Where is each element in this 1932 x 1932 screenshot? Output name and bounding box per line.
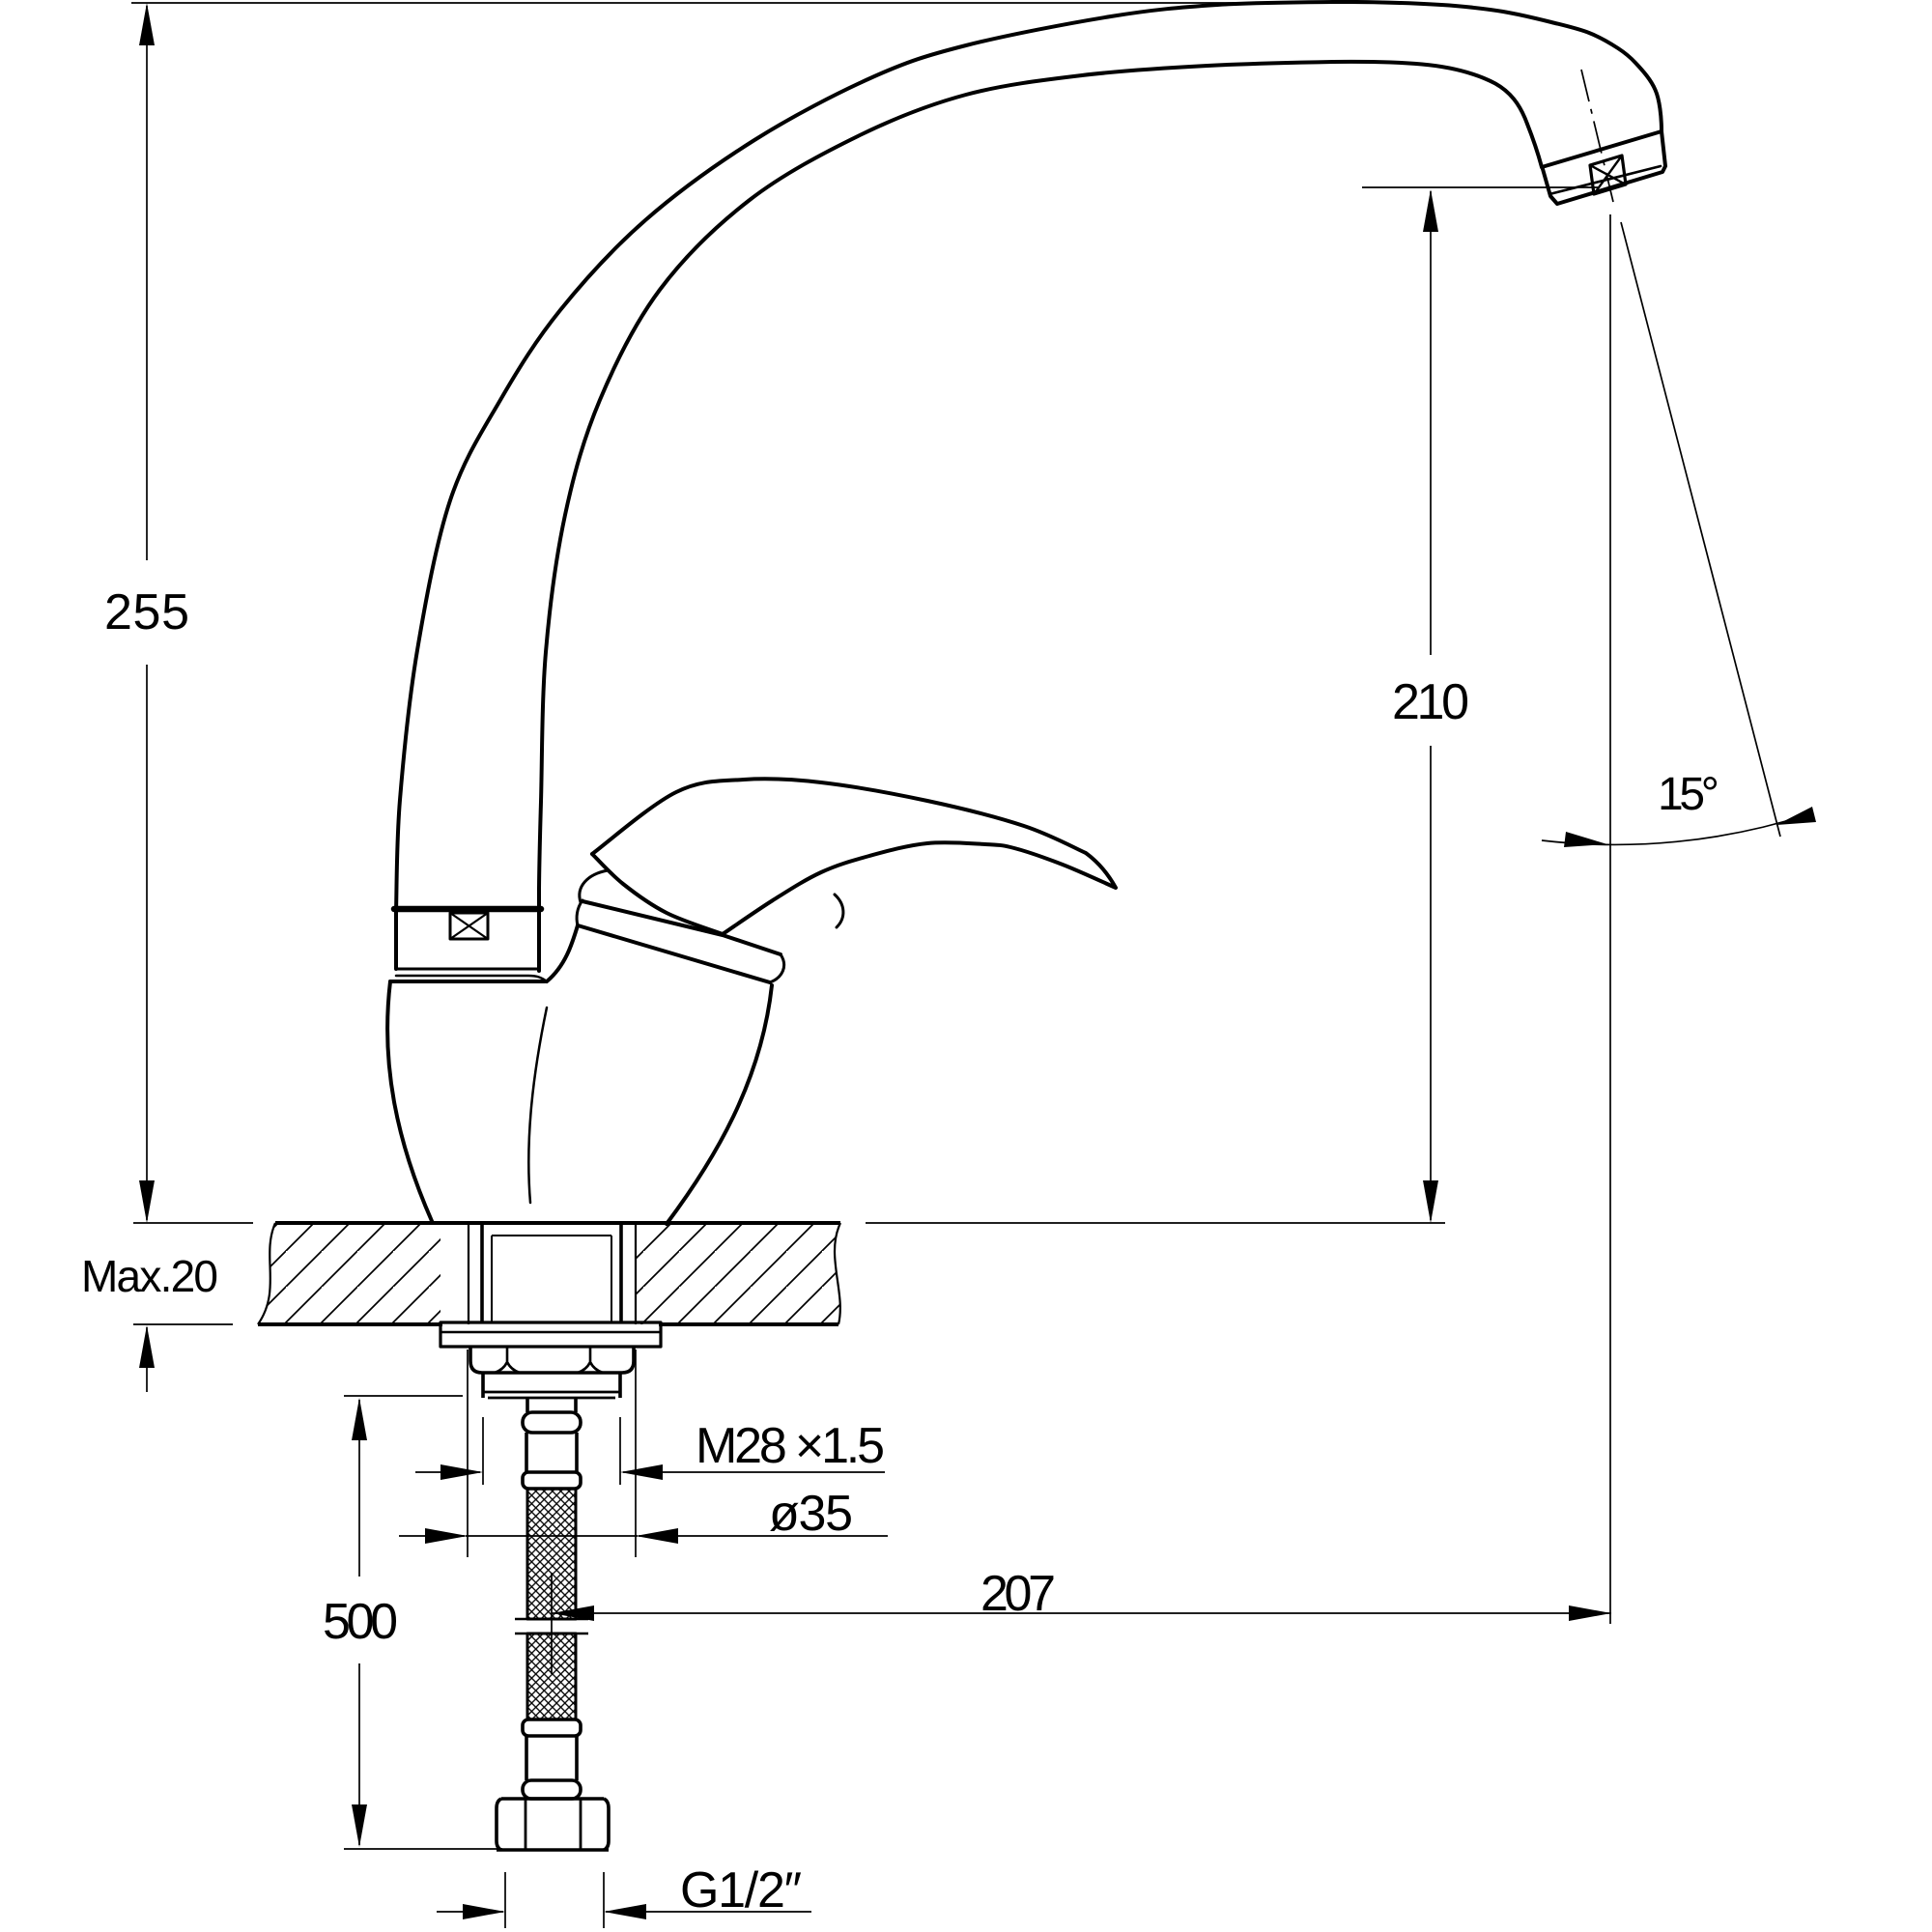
svg-text:G1/2″: G1/2″ [680, 1862, 802, 1918]
svg-text:210: 210 [1392, 674, 1469, 730]
svg-text:Max.20: Max.20 [81, 1251, 218, 1301]
svg-text:ø35: ø35 [769, 1486, 853, 1542]
svg-text:M28 ×1.5: M28 ×1.5 [696, 1418, 885, 1474]
svg-text:15°: 15° [1658, 769, 1719, 820]
svg-text:500: 500 [323, 1594, 398, 1650]
svg-text:255: 255 [104, 584, 189, 640]
svg-text:207: 207 [980, 1566, 1056, 1622]
